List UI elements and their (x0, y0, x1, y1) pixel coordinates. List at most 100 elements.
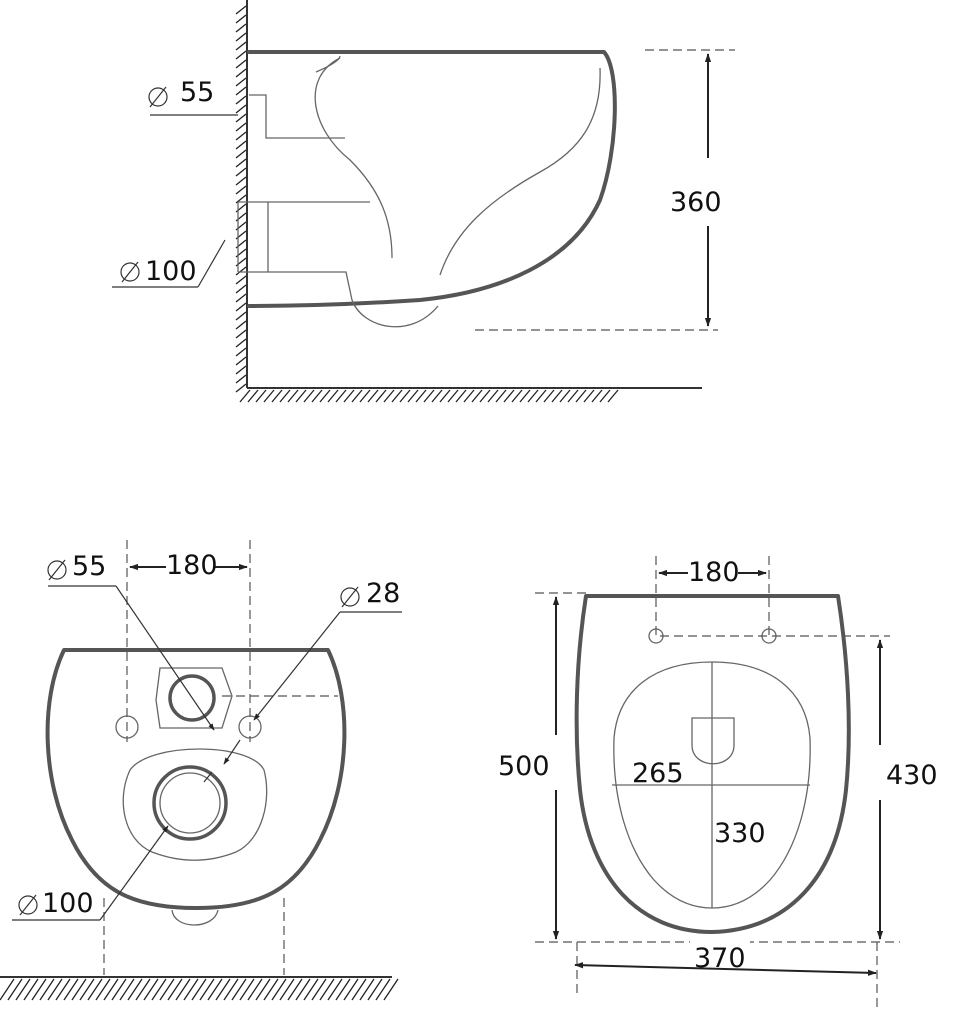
side-inner-curve-left (314, 57, 393, 259)
rear-d28-label: 28 (366, 578, 400, 609)
hatch-mark (235, 95, 247, 105)
rear-view: 180 55 28 100 (0, 540, 402, 1001)
hatch-mark (235, 68, 247, 78)
hatch-mark (279, 978, 295, 1001)
hatch-mark (151, 978, 167, 1001)
hatch-mark (235, 383, 247, 393)
hatch-mark (79, 978, 95, 1001)
top-view: 180 500 430 265 330 370 (498, 556, 938, 1012)
hatch-mark (359, 978, 375, 1001)
rear-floor-hatch (0, 978, 399, 1001)
hatch-mark (455, 389, 467, 403)
rear-outlet-100-outer (152, 765, 228, 841)
hatch-mark (367, 389, 379, 403)
hatch-mark (235, 374, 247, 384)
hatch-mark (0, 978, 15, 1001)
hatch-mark (295, 389, 307, 403)
hatch-mark (7, 978, 23, 1001)
hatch-mark (415, 389, 427, 403)
rear-d100-callout: 100 (12, 771, 213, 921)
hatch-mark (327, 389, 339, 403)
hatch-mark (607, 389, 619, 403)
hatch-mark (583, 389, 595, 403)
hatch-mark (239, 978, 255, 1001)
hatch-mark (303, 978, 319, 1001)
hatch-mark (423, 389, 435, 403)
hatch-mark (375, 978, 391, 1001)
top-length-label: 500 (498, 751, 550, 782)
top-outlet (691, 717, 735, 765)
top-length-dimension: 500 (498, 596, 560, 940)
rear-centerlines (103, 540, 338, 975)
hatch-mark (551, 389, 563, 403)
hatch-mark (235, 284, 247, 294)
top-seat-width-label: 265 (632, 758, 684, 789)
hatch-mark (235, 5, 247, 15)
hatch-mark (235, 176, 247, 186)
hatch-mark (399, 389, 411, 403)
side-pipe-100 (238, 201, 370, 301)
hatch-mark (367, 978, 383, 1001)
hatch-mark (335, 389, 347, 403)
hatch-mark (567, 389, 579, 403)
hatch-mark (407, 389, 419, 403)
hatch-mark (255, 978, 271, 1001)
hatch-mark (263, 978, 279, 1001)
rear-width-label: 180 (166, 550, 218, 581)
hatch-mark (311, 389, 323, 403)
side-bowl-base (351, 299, 439, 328)
hatch-mark (287, 978, 303, 1001)
hatch-mark (235, 266, 247, 276)
hatch-mark (599, 389, 611, 403)
hatch-mark (119, 978, 135, 1001)
hatch-mark (543, 389, 555, 403)
hatch-mark (55, 978, 71, 1001)
hatch-mark (235, 50, 247, 60)
hatch-mark (271, 978, 287, 1001)
hatch-mark (215, 978, 231, 1001)
hatch-mark (71, 978, 87, 1001)
side-d100-label: 100 (145, 256, 197, 287)
hatch-mark (527, 389, 539, 403)
hatch-mark (111, 978, 127, 1001)
rear-bowl-outline (45, 648, 347, 910)
hatch-mark (375, 389, 387, 403)
hatch-mark (199, 978, 215, 1001)
hatch-mark (235, 113, 247, 123)
rear-d28-callout: 28 (223, 578, 402, 765)
hatch-mark (63, 978, 79, 1001)
top-seat-length-label: 330 (714, 818, 766, 849)
hatch-mark (235, 59, 247, 69)
hatch-mark (183, 978, 199, 1001)
hatch-mark (255, 389, 267, 403)
side-wall (235, 0, 702, 403)
hatch-mark (31, 978, 47, 1001)
hatch-mark (319, 389, 331, 403)
hatch-mark (235, 320, 247, 330)
hatch-mark (311, 978, 327, 1001)
hatch-mark (511, 389, 523, 403)
hatch-mark (471, 389, 483, 403)
hatch-mark (487, 389, 499, 403)
side-height-label: 360 (670, 187, 722, 218)
hatch-mark (135, 978, 151, 1001)
hatch-mark (235, 194, 247, 204)
hatch-mark (335, 978, 351, 1001)
hatch-mark (235, 365, 247, 375)
hatch-mark (343, 978, 359, 1001)
hatch-mark (303, 389, 315, 403)
top-bolt-spacing-label: 180 (688, 557, 740, 588)
top-width-dimension: 370 (574, 940, 877, 976)
hatch-mark (87, 978, 103, 1001)
top-bowl-outline (574, 594, 851, 934)
rear-floor (0, 976, 399, 1001)
hatch-mark (263, 389, 275, 403)
hatch-mark (439, 389, 451, 403)
hatch-mark (343, 389, 355, 403)
side-d100-callout: 100 (112, 239, 226, 288)
hatch-mark (463, 389, 475, 403)
hatch-mark (287, 389, 299, 403)
hatch-mark (159, 978, 175, 1001)
hatch-mark (143, 978, 159, 1001)
